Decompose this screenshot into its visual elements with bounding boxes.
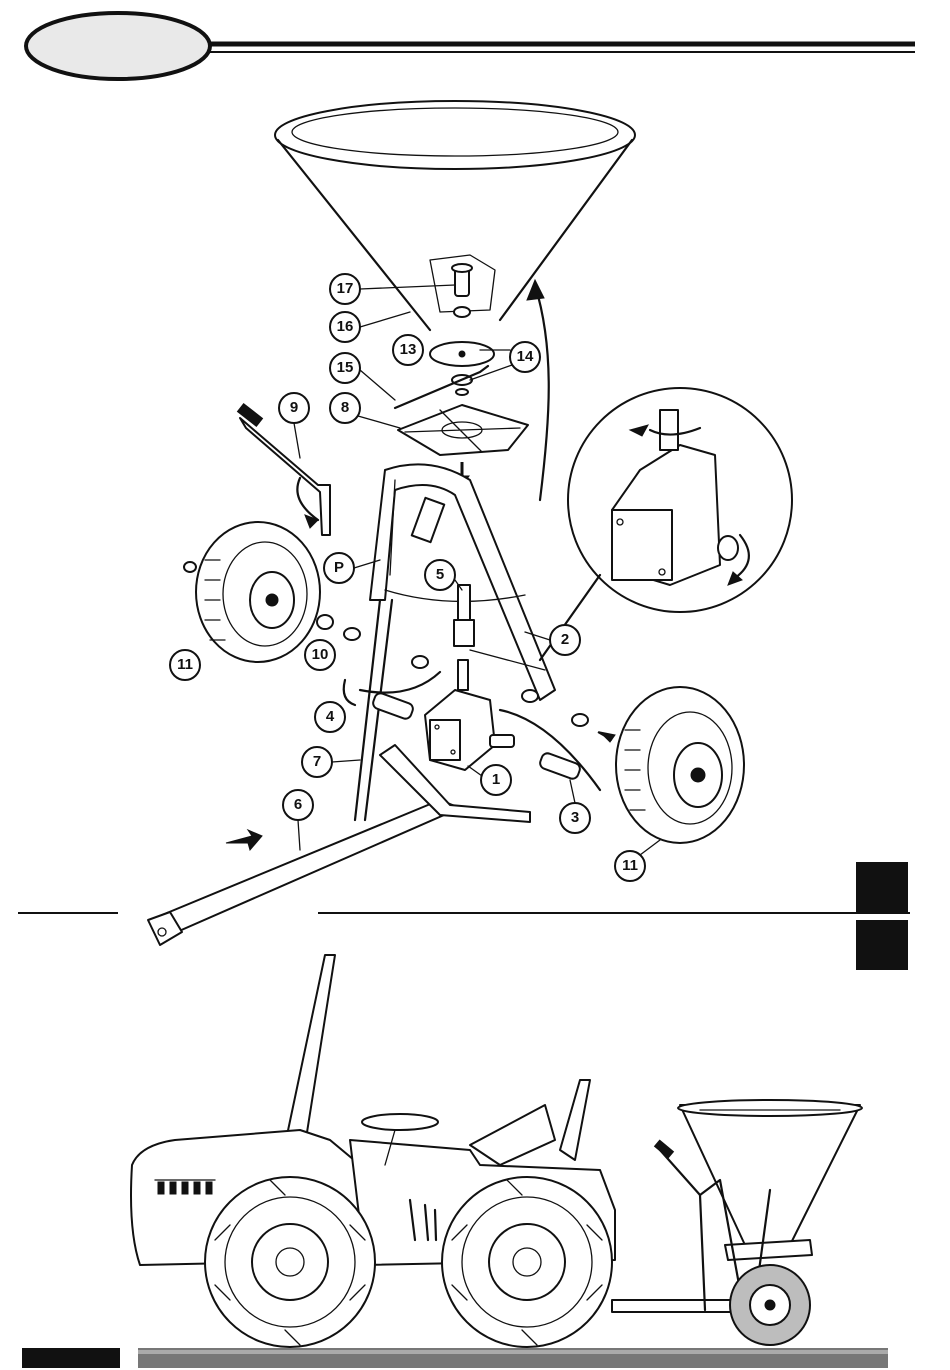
tractor-front-wheel-icon [205, 1177, 375, 1347]
spreader-wheel-icon [730, 1265, 810, 1345]
tractor-rear-wheel-icon [442, 1177, 612, 1347]
ground-icon [22, 1348, 888, 1368]
page-corner-block [22, 1348, 120, 1368]
